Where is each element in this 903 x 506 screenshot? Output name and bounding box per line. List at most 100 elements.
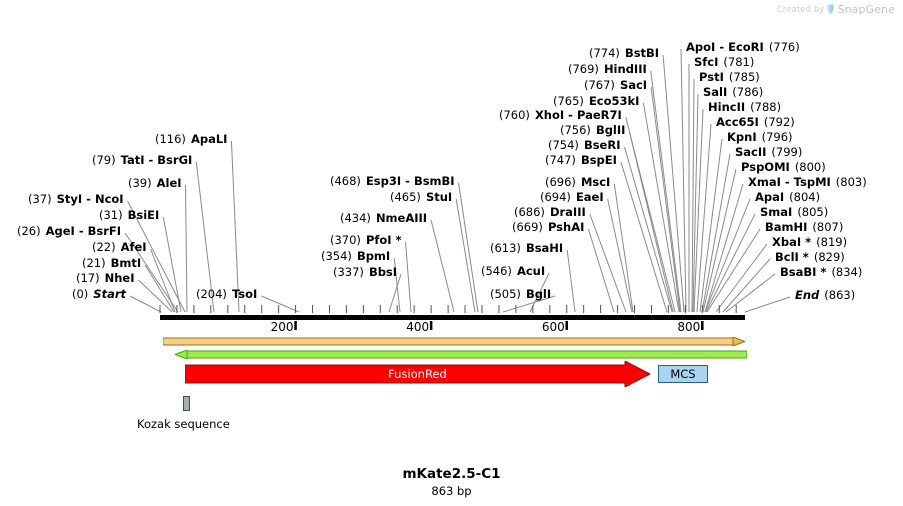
- enzyme-label-nmeaiii[interactable]: (434)NmeAIII: [340, 212, 427, 224]
- enzyme-label-bsiei[interactable]: (31)BsiEI: [99, 209, 159, 221]
- enzyme-label-agei[interactable]: (26)AgeI - BsrFI: [17, 225, 121, 237]
- feature-fusionred-arrow[interactable]: [185, 361, 650, 387]
- enzyme-label-styi[interactable]: (37)StyI - NcoI: [28, 193, 124, 205]
- enzyme-label-stui[interactable]: (465)StuI: [390, 191, 452, 203]
- leader-line: [692, 93, 699, 313]
- enzyme-name-secondary: BsmBI: [413, 174, 455, 188]
- enzyme-name: ApaLI: [190, 132, 228, 146]
- enzyme-name: BsaHI: [525, 241, 564, 255]
- feature-green-track[interactable]: [175, 350, 747, 359]
- enzyme-label-kpni[interactable]: KpnI(796): [727, 131, 793, 143]
- enzyme-label-sali[interactable]: SalI(786): [703, 86, 763, 98]
- leader-line: [693, 108, 704, 313]
- enzyme-label-bsahi[interactable]: (613)BsaHI: [490, 242, 563, 254]
- enzyme-position: (21): [82, 256, 106, 270]
- leader-line: [607, 198, 633, 313]
- enzyme-label-bsabi[interactable]: BsaBI *(834): [780, 266, 862, 278]
- kozak-sequence-label: Kozak sequence: [137, 417, 230, 431]
- enzyme-name-secondary: TspMI: [793, 175, 831, 189]
- kozak-sequence-marker[interactable]: [183, 396, 190, 411]
- leader-line: [566, 249, 576, 313]
- enzyme-label-bpmi[interactable]: (354)BpmI: [321, 250, 390, 262]
- enzyme-label-start[interactable]: (0)Start: [72, 288, 126, 300]
- enzyme-label-xmai[interactable]: XmaI - TspMI(803): [748, 176, 867, 188]
- enzyme-label-sacii[interactable]: SacII(799): [735, 146, 802, 158]
- ruler-label-600: 600: [541, 320, 565, 334]
- enzyme-label-eaei[interactable]: (694)EaeI: [540, 191, 604, 203]
- enzyme-label-end[interactable]: End (863): [795, 289, 855, 301]
- enzyme-label-hindiii[interactable]: (769)HindIII: [568, 63, 647, 75]
- leader-line: [388, 273, 402, 313]
- enzyme-label-bamhi[interactable]: BamHI(807): [765, 221, 843, 233]
- enzyme-label-hincii[interactable]: HincII (788): [708, 101, 781, 113]
- enzyme-label-bstbi[interactable]: (774)BstBI: [589, 47, 659, 59]
- enzyme-label-pspomi[interactable]: PspOMI(800): [741, 161, 826, 173]
- enzyme-position: (760): [499, 108, 530, 122]
- enzyme-position: (505): [490, 287, 521, 301]
- enzyme-name: BstBI: [624, 46, 660, 60]
- enzyme-label-bbsi[interactable]: (337)BbsI: [333, 266, 397, 278]
- enzyme-label-sfci[interactable]: SfcI(781): [694, 56, 754, 68]
- enzyme-label-acc65i[interactable]: Acc65I(792): [716, 116, 795, 128]
- enzyme-label-afei[interactable]: (22)AfeI: [92, 241, 147, 253]
- enzyme-position: (696): [545, 175, 576, 189]
- enzyme-name: KpnI: [727, 130, 757, 144]
- leader-line: [702, 168, 737, 313]
- leader-line: [628, 131, 674, 313]
- feature-mcs-box[interactable]: MCS: [658, 365, 708, 383]
- enzyme-label-tsoi[interactable]: (204)TsoI: [196, 288, 257, 300]
- enzyme-name: XmaI: [748, 175, 781, 189]
- enzyme-name: SacII: [735, 145, 767, 159]
- enzyme-name-separator: -: [564, 108, 577, 122]
- enzyme-position: (39): [128, 176, 152, 190]
- enzyme-label-pshai[interactable]: (669)PshAI: [512, 221, 584, 233]
- enzyme-label-bmti[interactable]: (21)BmtI: [82, 257, 141, 269]
- enzyme-label-smai[interactable]: SmaI(805): [760, 206, 828, 218]
- enzyme-position: (788): [750, 100, 782, 114]
- enzyme-label-xhoi[interactable]: (760)XhoI - PaeR7I: [499, 109, 622, 121]
- enzyme-label-bspei[interactable]: (747)BspEI: [545, 154, 617, 166]
- enzyme-label-xbai[interactable]: XbaI *(819): [772, 236, 847, 248]
- enzyme-label-apai[interactable]: ApaI(804): [755, 191, 820, 203]
- enzyme-position: (370): [330, 233, 361, 247]
- enzyme-label-bcli[interactable]: BclI *(829): [775, 251, 845, 263]
- enzyme-label-bglii[interactable]: (756)BglII: [560, 124, 625, 136]
- enzyme-label-eco53ki[interactable]: (765)Eco53kI: [553, 95, 639, 107]
- leader-line: [642, 102, 680, 313]
- enzyme-label-apali[interactable]: (116)ApaLI: [155, 133, 227, 145]
- enzyme-name: HincII: [708, 100, 746, 114]
- leader-line: [680, 48, 687, 313]
- enzyme-position: (337): [333, 265, 364, 279]
- leader-line: [650, 86, 681, 313]
- enzyme-label-draiii[interactable]: (686)DraIII: [514, 206, 586, 218]
- leader-line: [620, 161, 668, 313]
- leader-line: [129, 295, 162, 313]
- enzyme-label-saci[interactable]: (767)SacI: [584, 79, 647, 91]
- enzyme-label-bseri[interactable]: (754)BseRI: [548, 139, 620, 151]
- enzyme-label-msci[interactable]: (696)MscI: [545, 176, 610, 188]
- feature-orange-track[interactable]: [163, 337, 745, 346]
- enzyme-label-apoi[interactable]: ApoI - EcoRI(776): [686, 41, 800, 53]
- enzyme-label-alei[interactable]: (39)AleI: [128, 177, 182, 189]
- enzyme-name: BglI: [525, 287, 552, 301]
- enzyme-name-separator: -: [401, 174, 414, 188]
- enzyme-name-separator: -: [82, 192, 95, 206]
- enzyme-label-tati[interactable]: (79)TatI - BsrGI: [92, 154, 192, 166]
- enzyme-name: End: [795, 288, 820, 302]
- enzyme-label-acui[interactable]: (546)AcuI: [481, 265, 545, 277]
- enzyme-label-bgli[interactable]: (505) BglI: [490, 288, 551, 300]
- snapgene-logo-icon: [827, 4, 834, 15]
- enzyme-position: (863): [824, 288, 856, 302]
- enzyme-name: Start: [93, 287, 127, 301]
- enzyme-name: Esp3I: [365, 174, 402, 188]
- enzyme-label-esp3i[interactable]: (468)Esp3I - BsmBI: [330, 175, 455, 187]
- enzyme-name: SalI: [703, 85, 728, 99]
- enzyme-label-nhei[interactable]: (17)NheI: [76, 272, 135, 284]
- leader-line: [625, 116, 676, 313]
- leader-line: [405, 241, 412, 313]
- leader-line: [458, 182, 479, 313]
- enzyme-label-pfoi[interactable]: (370)PfoI *: [330, 234, 402, 246]
- enzyme-label-psti[interactable]: PstI(785): [699, 71, 760, 83]
- enzyme-name: XbaI *: [772, 235, 812, 249]
- enzyme-name: BseRI: [583, 138, 621, 152]
